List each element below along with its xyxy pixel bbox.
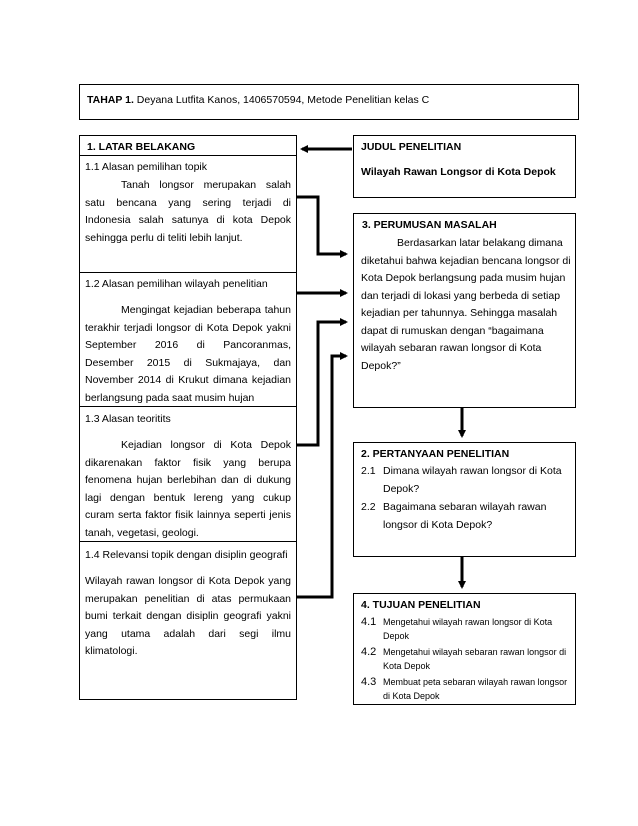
pertanyaan-item-text: Dimana wilayah rawan longsor di Kota Dep… [383, 465, 562, 495]
section-1-2-body: Mengingat kejadian beberapa tahun terakh… [85, 304, 291, 404]
section-1-1-body: Tanah longsor merupakan salah satu benca… [85, 179, 291, 244]
judul-text: Wilayah Rawan Longsor di Kota Depok [361, 166, 556, 178]
section-1-2-title: 1.2 Alasan pemilihan wilayah penelitian [85, 278, 268, 290]
arrow-1-1-to-perumusan [297, 195, 348, 258]
arrow-1-3-to-perumusan [297, 318, 348, 447]
latar-belakang-title: 1. LATAR BELAKANG [87, 141, 196, 153]
tujuan-item: 4.2 Mengetahui wilayah sebaran rawan lon… [361, 645, 573, 673]
tujuan-item-text: Mengetahui wilayah sebaran rawan longsor… [383, 647, 567, 671]
header-box: TAHAP 1. Deyana Lutfita Kanos, 140657059… [79, 84, 579, 120]
perumusan-body: Berdasarkan latar belakang dimana diketa… [361, 235, 571, 375]
section-1-1-title: 1.1 Alasan pemilihan topik [85, 161, 207, 173]
perumusan-body-1: Berdasarkan latar belakang dimana diketa… [361, 237, 571, 337]
pertanyaan-item: 2.2 Bagaimana sebaran wilayah rawan long… [361, 499, 571, 534]
stage-label: TAHAP 1. [87, 94, 134, 106]
tujuan-item: 4.1 Mengetahui wilayah rawan longsor di … [361, 615, 573, 643]
section-1-4-title: 1.4 Relevansi topik dengan disiplin geog… [85, 549, 288, 561]
tujuan-item-text: Mengetahui wilayah rawan longsor di Kota… [383, 617, 553, 641]
tujuan-item-num: 4.3 [361, 676, 377, 688]
perumusan-body-2: “bagaimana wilayah sebaran rawan longsor… [361, 324, 544, 372]
pertanyaan-title: 2. PERTANYAAN PENELITIAN [361, 448, 510, 460]
header-text: TAHAP 1. Deyana Lutfita Kanos, 140657059… [87, 92, 429, 110]
judul-title: JUDUL PENELITIAN [361, 141, 462, 153]
section-1-4-body: Wilayah rawan longsor di Kota Depok yang… [85, 575, 291, 657]
pertanyaan-item: 2.1 Dimana wilayah rawan longsor di Kota… [361, 463, 571, 498]
tujuan-item-num: 4.2 [361, 646, 377, 658]
perumusan-title: 3. PERUMUSAN MASALAH [362, 219, 497, 231]
section-1-3-body: Kejadian longsor di Kota Depok dikarenak… [85, 439, 291, 539]
judul-penelitian-box: JUDUL PENELITIAN Wilayah Rawan Longsor d… [353, 135, 576, 198]
stage-text: Deyana Lutfita Kanos, 1406570594, Metode… [133, 94, 430, 106]
tujuan-item-num: 4.1 [361, 616, 377, 628]
divider-line [79, 406, 297, 407]
pertanyaan-item-text: Bagaimana sebaran wilayah rawan longsor … [383, 501, 547, 531]
pertanyaan-item-num: 2.2 [361, 501, 376, 513]
tujuan-title: 4. TUJUAN PENELITIAN [361, 599, 481, 611]
pertanyaan-penelitian-box: 2. PERTANYAAN PENELITIAN 2.1 Dimana wila… [353, 442, 576, 557]
latar-belakang-box: 1. LATAR BELAKANG [79, 135, 297, 700]
pertanyaan-list: 2.1 Dimana wilayah rawan longsor di Kota… [361, 463, 571, 534]
section-1-3-title: 1.3 Alasan teoritits [85, 413, 171, 425]
tujuan-item-text: Membuat peta sebaran wilayah rawan longs… [383, 677, 568, 701]
pertanyaan-item-num: 2.1 [361, 465, 376, 477]
tujuan-item: 4.3 Membuat peta sebaran wilayah rawan l… [361, 675, 573, 703]
tujuan-list: 4.1 Mengetahui wilayah rawan longsor di … [361, 615, 573, 703]
divider-line [79, 541, 297, 542]
arrow-1-4-to-perumusan [297, 352, 348, 599]
perumusan-masalah-box: 3. PERUMUSAN MASALAH Berdasarkan latar b… [353, 213, 576, 408]
tujuan-penelitian-box: 4. TUJUAN PENELITIAN 4.1 Mengetahui wila… [353, 593, 576, 705]
divider-line [79, 272, 297, 273]
divider-line [79, 155, 297, 156]
